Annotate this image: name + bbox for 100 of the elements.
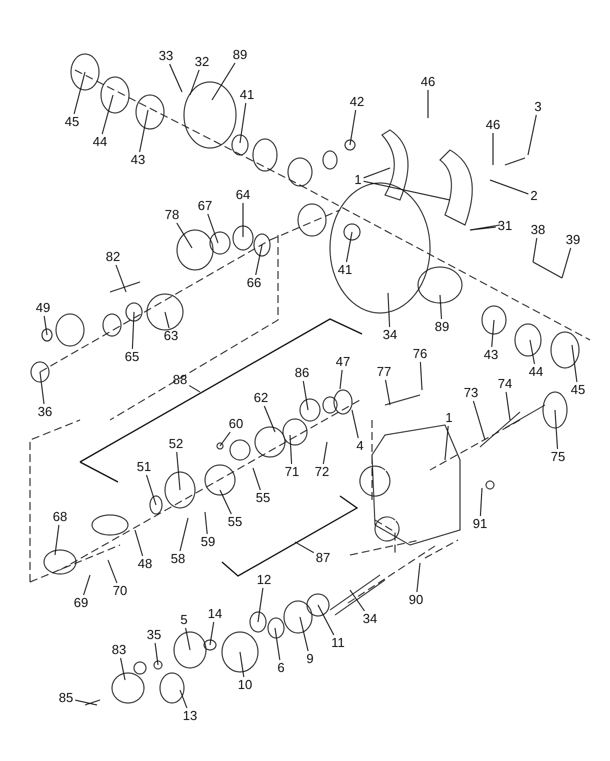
leader-line xyxy=(528,114,537,156)
leader-line xyxy=(346,232,352,262)
callout-number: 73 xyxy=(462,386,480,400)
leader-line xyxy=(116,264,126,292)
leader-line xyxy=(176,452,180,490)
leader-line xyxy=(40,372,44,404)
callout-number: 34 xyxy=(382,328,398,342)
callout-number: 52 xyxy=(168,437,184,451)
leader-line xyxy=(532,238,538,262)
leader-line xyxy=(188,385,200,392)
callout-number: 46 xyxy=(484,118,502,132)
leader-line xyxy=(470,226,496,230)
callout-number: 86 xyxy=(294,366,310,380)
leader-line xyxy=(180,690,188,708)
leader-line xyxy=(363,168,390,178)
leader-line xyxy=(210,622,214,646)
callout-number: 65 xyxy=(124,350,140,364)
leader-line xyxy=(54,524,60,556)
callout-number: 67 xyxy=(196,199,214,213)
leader-line xyxy=(139,110,148,152)
leader-line xyxy=(340,370,343,390)
callout-number: 44 xyxy=(528,365,544,379)
leader-line xyxy=(300,616,309,652)
callout-number: 71 xyxy=(284,465,300,479)
callout-number: 10 xyxy=(236,678,254,692)
leader-line xyxy=(420,362,422,390)
leader-line xyxy=(530,340,535,364)
callout-number: 2 xyxy=(529,189,539,203)
leader-line xyxy=(492,132,494,166)
leader-line xyxy=(554,410,558,450)
leader-line xyxy=(444,426,449,460)
callout-number: 1 xyxy=(444,411,454,425)
callout-number: 82 xyxy=(104,250,122,264)
callout-number: 90 xyxy=(408,593,424,607)
callout-number: 13 xyxy=(182,709,198,723)
leader-line xyxy=(440,294,442,320)
callout-number: 43 xyxy=(130,153,146,167)
callout-number: 5 xyxy=(179,613,189,627)
callout-number: 49 xyxy=(34,301,52,315)
callout-number: 76 xyxy=(412,347,428,361)
callout-number: 31 xyxy=(496,219,514,233)
callout-number: 32 xyxy=(194,55,210,69)
leader-line xyxy=(146,474,156,506)
leader-line xyxy=(154,642,158,666)
callout-number: 88 xyxy=(172,373,188,387)
callout-number: 14 xyxy=(206,607,224,621)
leader-line xyxy=(120,658,126,680)
leader-line xyxy=(220,490,232,514)
callout-number: 11 xyxy=(330,636,346,650)
callout-number: 41 xyxy=(336,263,354,277)
callout-number: 66 xyxy=(246,276,262,290)
leader-line xyxy=(74,72,86,114)
leader-line xyxy=(212,62,236,100)
callout-number: 12 xyxy=(256,573,272,587)
callout-number: 47 xyxy=(334,355,352,369)
leader-line xyxy=(74,700,98,706)
leader-line xyxy=(258,588,264,622)
callout-number: 44 xyxy=(92,135,108,149)
leader-line xyxy=(220,432,231,446)
callout-number: 43 xyxy=(482,348,500,362)
callout-number: 78 xyxy=(164,208,180,222)
callout-number: 45 xyxy=(64,115,80,129)
leader-line xyxy=(242,202,244,238)
leader-line xyxy=(108,560,118,584)
callout-number: 87 xyxy=(314,551,332,565)
leader-line xyxy=(255,244,262,276)
leader-line xyxy=(169,64,182,92)
callout-number: 1 xyxy=(353,173,363,187)
callout-number: 85 xyxy=(58,691,74,705)
leader-line xyxy=(322,442,328,464)
callout-number: 46 xyxy=(420,75,436,89)
leader-line xyxy=(302,380,308,410)
leader-line xyxy=(318,604,334,636)
callout-number: 72 xyxy=(314,465,330,479)
leader-line xyxy=(180,518,188,552)
leader-line xyxy=(562,248,572,278)
leader-line xyxy=(416,562,420,592)
leader-line xyxy=(352,410,359,438)
callout-number: 35 xyxy=(146,628,162,642)
callout-number: 38 xyxy=(530,223,546,237)
callout-number: 34 xyxy=(362,612,378,626)
leader-line xyxy=(102,94,114,134)
leader-line xyxy=(506,392,510,420)
leader-line xyxy=(350,590,365,612)
callout-number: 55 xyxy=(254,491,272,505)
callout-number: 89 xyxy=(232,48,248,62)
leader-line xyxy=(290,434,292,464)
callout-number: 4 xyxy=(355,439,365,453)
callout-number: 64 xyxy=(234,188,252,202)
leader-line xyxy=(132,312,134,350)
callout-number: 55 xyxy=(226,515,244,529)
callout-number: 58 xyxy=(170,552,186,566)
callout-number: 59 xyxy=(200,535,216,549)
callout-number: 45 xyxy=(570,383,586,397)
leader-line xyxy=(185,628,190,650)
callout-number: 60 xyxy=(228,417,244,431)
callout-number: 69 xyxy=(72,596,90,610)
callout-number: 77 xyxy=(376,365,392,379)
callout-number: 39 xyxy=(564,233,582,247)
leader-line xyxy=(274,628,280,660)
